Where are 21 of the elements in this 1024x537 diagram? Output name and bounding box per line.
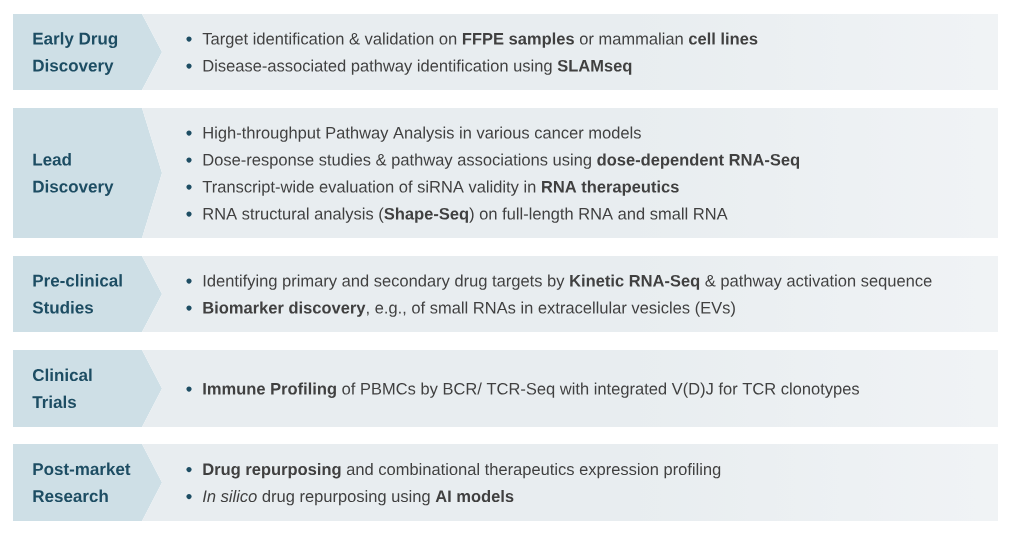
bullet-text: High-throughput Pathway Analysis in various cancer models (203, 126, 641, 142)
bullet-text: Target identification & validation on FFPE samples or mammalian cell lines (202, 32, 758, 48)
bullet-text: Drug repurposing and combinational therapeutics expression profiling (203, 463, 721, 479)
stage-box: Lead Discovery (13, 108, 162, 238)
list-band (142, 256, 998, 332)
stage-box: Early Drug Discovery (13, 14, 162, 90)
bullet-text: Identifying primary and secondary drug targets by Kinetic RNA-Seq & pathway activation sequence (203, 274, 932, 290)
stage-box: Clinical Trials (13, 350, 162, 427)
list-band (142, 108, 998, 238)
stage-box: Post-market Research (13, 444, 162, 521)
bullet-text: RNA structural analysis (Shape-Seq) on full-length RNA and small RNA (203, 207, 728, 223)
bullet-text: Biomarker discovery, e.g., of small RNAs in extracellular vesicles (EVs) (203, 301, 735, 317)
bullet-text: Disease-associated pathway identification using SLAMseq (203, 59, 632, 75)
list-band (142, 444, 998, 521)
list-band (142, 350, 998, 427)
list-band (142, 14, 998, 90)
bullet-text: Transcript-wide evaluation of siRNA validity in RNA therapeutics (202, 180, 679, 196)
bullet-text: In silico drug repurposing using AI models (202, 490, 514, 506)
stage-box: Pre-clinical Studies (13, 256, 162, 332)
bullet-text: Immune Profiling of PBMCs by BCR/ TCR-Seq with integrated V(D)J for TCR clonotypes (203, 382, 860, 398)
bullet-text: Dose-response studies & pathway associations using dose-dependent RNA-Seq (203, 153, 800, 169)
